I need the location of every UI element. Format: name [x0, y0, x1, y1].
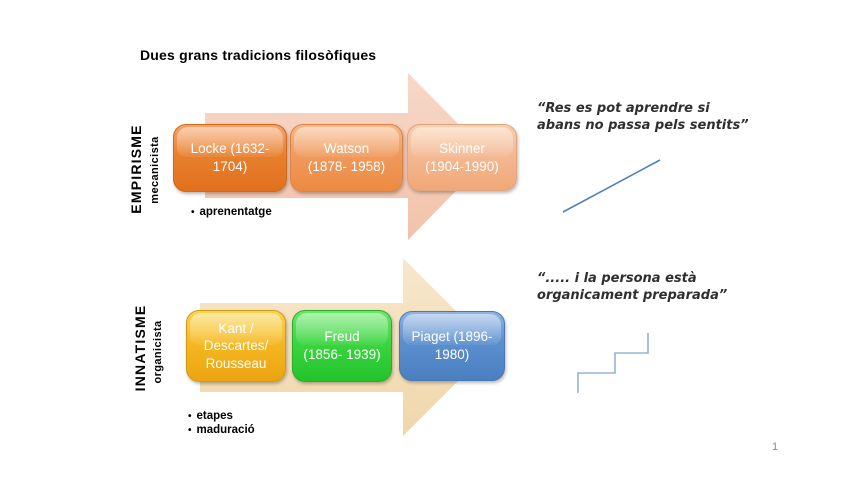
bullet-text: etapes: [196, 410, 233, 422]
timeline-box-piaget: Piaget (1896- 1980): [399, 311, 505, 381]
box-text-line: Watson: [323, 141, 370, 157]
axis-sublabel-mecanicista: mecanicista: [149, 136, 161, 204]
axis-label-empirisme: EMPIRISME: [128, 124, 144, 214]
bullet-marker: •: [188, 425, 192, 436]
bullet-maduracio: • maduració: [188, 424, 255, 436]
page-number: 1: [772, 441, 779, 453]
timeline-box-watson: Watson (1878- 1958): [290, 124, 403, 192]
timeline-box-kant-descartes-rousseau: Kant / Descartes/ Rousseau: [186, 310, 286, 382]
axis-sublabel-organicista: organicista: [152, 320, 164, 384]
box-text-line: 1980): [434, 347, 470, 362]
box-text-line: Freud: [324, 329, 360, 345]
quote-line: abans no passa pels sentits”: [537, 117, 749, 133]
quote-line: “..... i la persona està: [537, 271, 697, 286]
slide-title: Dues grans tradicions filosòfiques: [140, 47, 377, 63]
box-text-line: Piaget (1896-: [411, 329, 493, 345]
bullet-etapes: • etapes: [188, 410, 233, 422]
axis-label-innatisme: INNATISME: [132, 304, 148, 392]
box-text-line: Skinner: [439, 140, 485, 156]
timeline-box-locke: Locke (1632- 1704): [173, 124, 287, 192]
bullet-marker: •: [188, 411, 192, 422]
box-text-line: Locke (1632-: [190, 141, 270, 157]
quote-line: “Res es pot aprendre si: [537, 101, 710, 116]
box-text-line: (1904-1990): [425, 158, 499, 174]
box-text-line: (1878- 1958): [307, 159, 386, 174]
timeline-box-skinner: Skinner (1904-1990): [407, 124, 517, 191]
quote-empirisme: “Res es pot aprendre si abans no passa p…: [537, 101, 749, 135]
box-text-line: Descartes/: [203, 338, 269, 354]
staircase-stages-line-icon: [577, 333, 649, 393]
bullet-aprenentatge: • aprenentatge: [191, 206, 272, 218]
box-text-line: Kant /: [218, 320, 254, 336]
timeline-box-freud: Freud (1856- 1939): [292, 310, 392, 382]
bullet-text: aprenentatge: [199, 206, 272, 218]
continuous-development-line-icon: [562, 159, 661, 213]
box-text-line: 1704): [212, 159, 248, 174]
bullet-text: maduració: [196, 424, 255, 436]
bullet-marker: •: [191, 207, 195, 218]
box-text-line: (1856- 1939): [303, 347, 381, 362]
quote-line: organicament preparada”: [537, 287, 728, 303]
box-text-line: Rousseau: [205, 355, 267, 371]
quote-innatisme: “..... i la persona està organicament pr…: [537, 271, 727, 305]
